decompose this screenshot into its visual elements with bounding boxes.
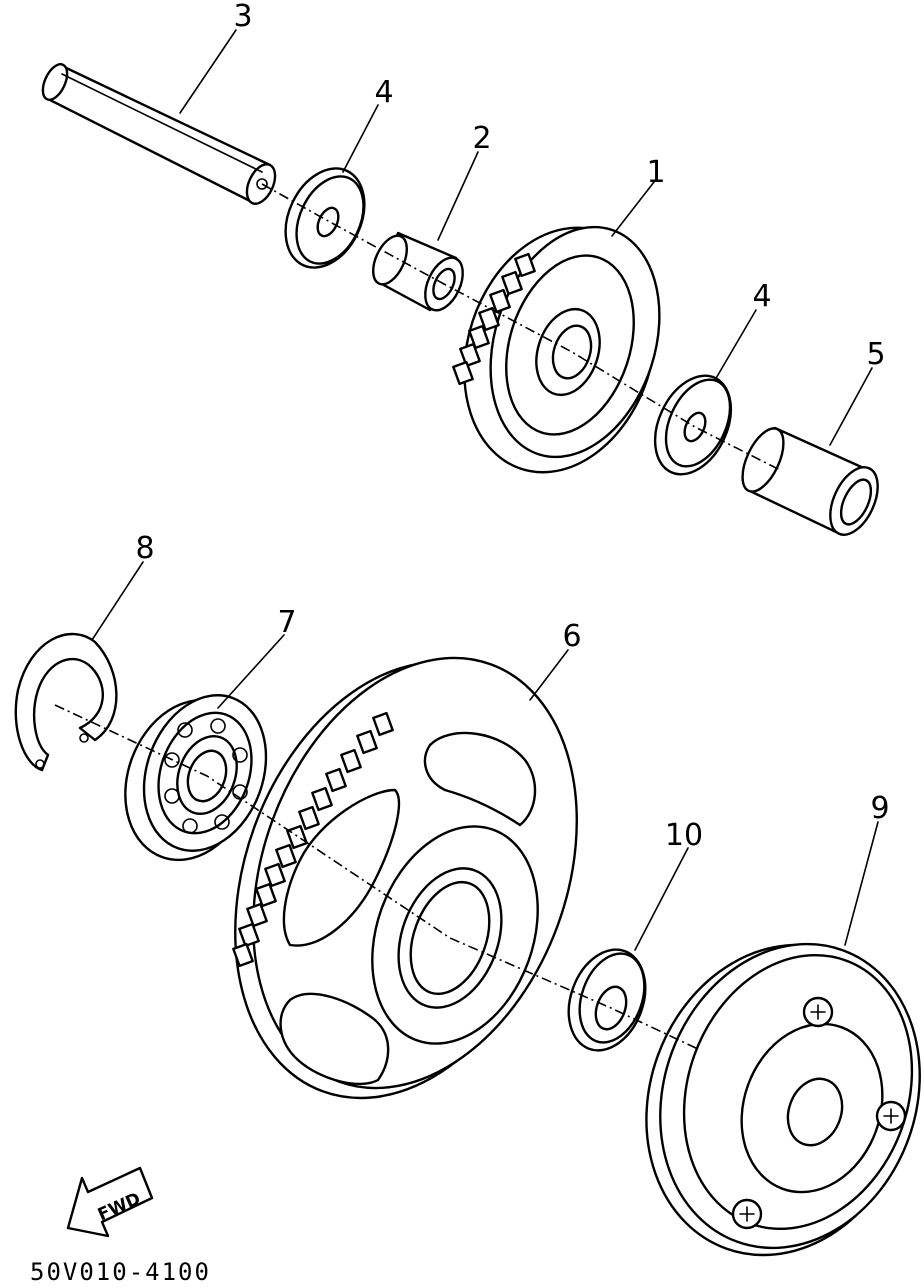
part-labels: 1 2 3 4 4 5 6 7 8 9 10	[135, 0, 889, 853]
label-part-5: 5	[866, 337, 885, 372]
washer-part-4-lower	[653, 374, 733, 476]
washer-part-10	[567, 948, 647, 1052]
label-part-4-upper: 4	[374, 75, 393, 110]
washer-part-4-upper	[284, 167, 366, 269]
label-part-3: 3	[233, 0, 252, 34]
spacer-part-5	[741, 426, 879, 536]
centerline-upper	[261, 183, 781, 471]
label-part-9: 9	[870, 791, 889, 826]
gear-teeth-part-6	[232, 711, 394, 968]
label-part-10: 10	[665, 818, 703, 853]
shaft-part-3	[41, 63, 277, 205]
drawing-code: 50V010-4100	[30, 1258, 211, 1286]
bearing-balls	[164, 718, 248, 834]
label-part-4-lower: 4	[752, 279, 771, 314]
label-part-1: 1	[646, 155, 665, 190]
label-part-6: 6	[562, 619, 581, 654]
fwd-arrow-icon: FWD	[66, 1166, 154, 1238]
label-part-2: 2	[472, 121, 491, 156]
starter-wheel-gear-part-6	[232, 656, 578, 1100]
bushing-part-2	[372, 231, 464, 312]
label-part-7: 7	[277, 605, 296, 640]
idler-gear-part-1	[452, 225, 661, 474]
label-part-8: 8	[135, 531, 154, 566]
leader-lines	[91, 29, 879, 951]
centerline-lower	[54, 704, 701, 1051]
gear-teeth-part-1	[452, 252, 536, 386]
screw-heads	[731, 996, 907, 1230]
starter-clutch-part-9	[645, 942, 921, 1257]
circlip-part-8	[14, 632, 118, 772]
bearing-part-7	[124, 694, 268, 862]
